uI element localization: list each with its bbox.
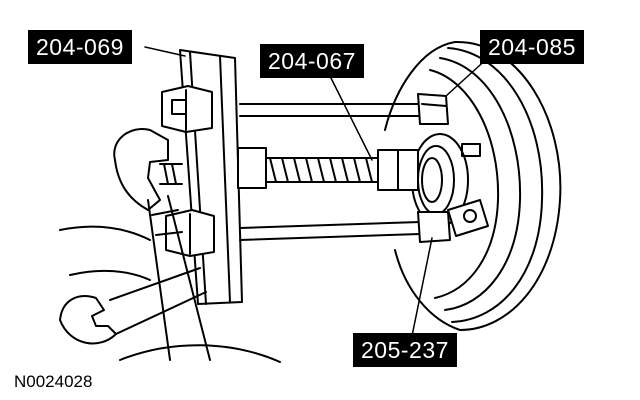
callout-tool-204-069: 204-069: [28, 30, 132, 64]
brake-rotor: [384, 40, 562, 331]
lower-rod: [239, 199, 489, 243]
figure-id: N0024028: [14, 372, 93, 391]
lower-adapter: [165, 209, 215, 257]
wrench: [113, 128, 211, 361]
callout-tool-204-067: 204-067: [260, 44, 364, 78]
forcing-screw: [159, 147, 419, 191]
upper-adapter: [161, 85, 213, 133]
upper-rod: [239, 93, 449, 125]
hand-and-spanner: [59, 225, 281, 363]
callout-tool-205-237: 205-237: [353, 333, 457, 367]
callout-tool-204-085: 204-085: [480, 30, 584, 64]
